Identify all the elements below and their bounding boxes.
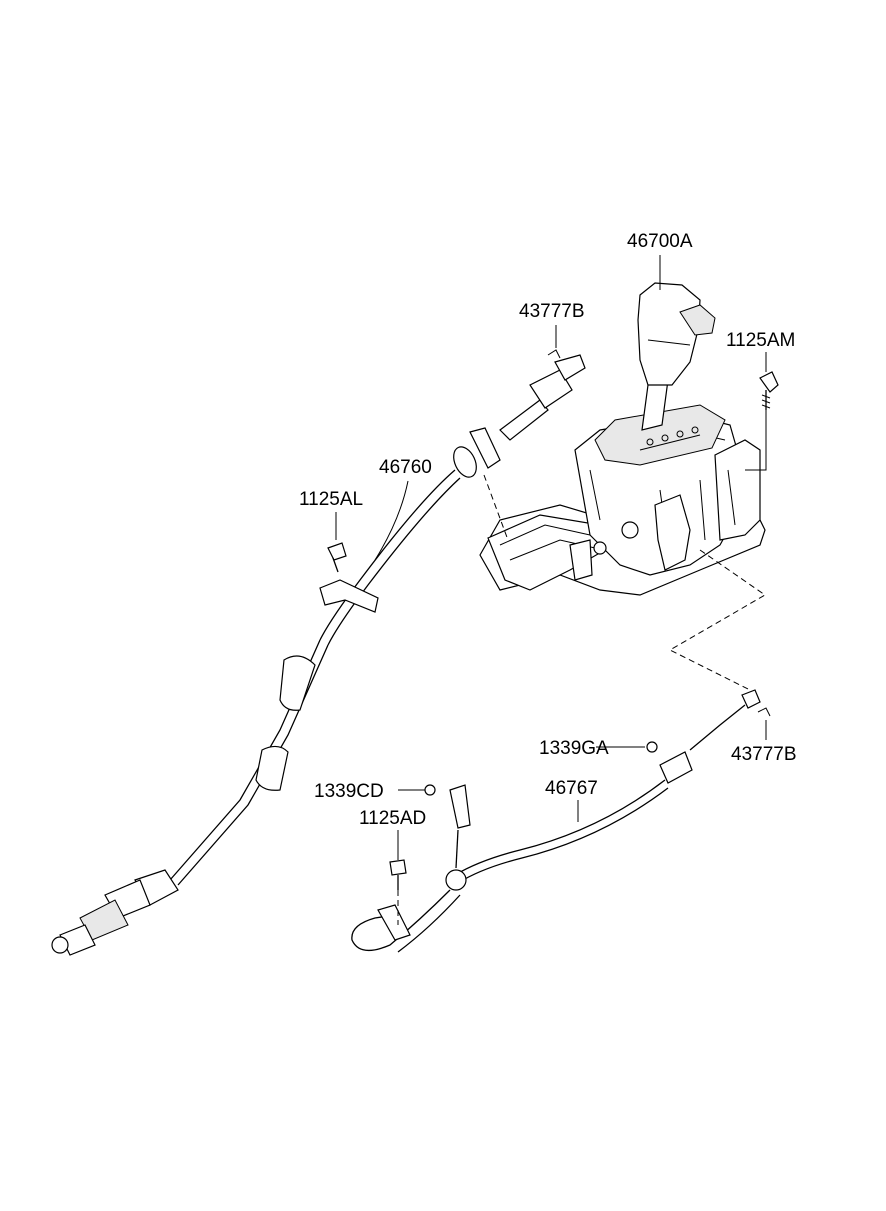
lock-cable [351, 689, 761, 953]
callout-pin-upper: 43777B [519, 301, 585, 322]
callout-shift-lever-assy: 46700A [627, 231, 693, 252]
callout-nut-left: 1339CD [314, 781, 384, 802]
callout-lock-cable: 46767 [545, 778, 598, 799]
shift-cable [51, 354, 586, 956]
shift-lever-assembly [479, 282, 766, 596]
callout-pin-lower: 43777B [731, 744, 797, 765]
fasteners [327, 349, 779, 890]
callout-cable-assy: 46760 [379, 457, 432, 478]
callout-bolt-upper-right: 1125AM [726, 330, 796, 351]
leader-lines [335, 255, 767, 925]
callout-nut-right: 1339GA [539, 738, 609, 759]
callout-bolt-lower: 1125AD [359, 808, 427, 829]
callout-bolt-left: 1125AL [299, 489, 364, 510]
